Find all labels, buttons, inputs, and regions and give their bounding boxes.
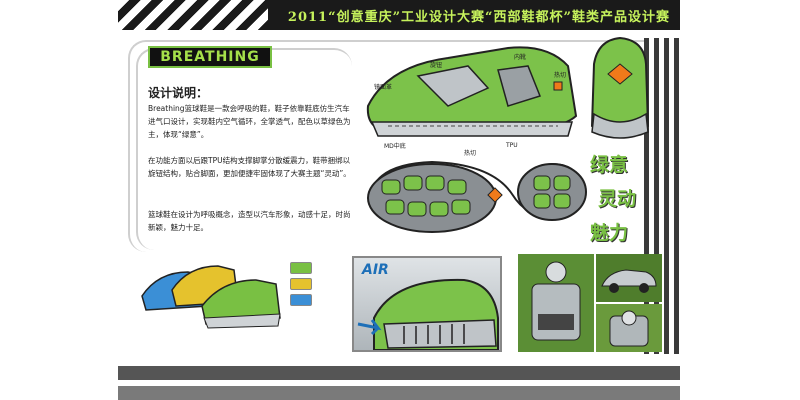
car-photo-side (596, 254, 662, 302)
swatch-yellow (290, 278, 312, 290)
callout-mirror-leather: 镜面革 (374, 84, 393, 91)
breathing-badge: BREATHING (148, 46, 272, 68)
design-board: 2011“创意重庆”工业设计大赛“西部鞋都杯”鞋类产品设计赛 BREATHING… (118, 0, 680, 400)
car-front-image (518, 254, 594, 352)
air-detail-panel: AIR (352, 256, 502, 352)
description-paragraph-2: 在功能方面以后跟TPU结构支撑脚掌分散缓震力，鞋带捆绑以旋钮结构，贴合脚面，更加… (148, 156, 351, 178)
description-paragraph-3: 篮球鞋在设计为呼吸概念，造型以汽车形象，动感十足，时尚新颖，魅力十足。 (148, 210, 351, 232)
callout-knob: 旋钮 (430, 62, 443, 69)
air-intake-sketch (357, 278, 499, 350)
callout-md-midsole: MD中底 (384, 143, 406, 150)
colorway-shoes (141, 265, 281, 329)
shoe-side-sketch (366, 46, 578, 137)
header-bar: 2011“创意重庆”工业设计大赛“西部鞋都杯”鞋类产品设计赛 (118, 0, 680, 30)
slogan-agile: 灵动 (598, 188, 637, 210)
colorway-row (138, 256, 288, 332)
footer-stripe (118, 380, 680, 386)
callout-liner: 内靴 (514, 54, 527, 61)
outsole-sketch (367, 160, 587, 233)
design-heading: 设计说明： (148, 86, 209, 100)
breathing-badge-text: BREATHING (160, 49, 260, 65)
callout-heat-cut-1: 热切 (554, 72, 567, 79)
swatch-blue (290, 294, 312, 306)
shoe-back-sketch (590, 36, 650, 139)
slogan-green: 绿意 (590, 154, 629, 176)
description-paragraph-1: Breathing篮球鞋是一款会呼吸的鞋，鞋子依靠鞋底仿生汽车进气口设计，实现鞋… (148, 104, 351, 139)
swatch-green (290, 262, 312, 274)
frame-outline (128, 40, 670, 252)
callout-heat-cut-2: 热切 (464, 150, 477, 157)
car-side-image (596, 254, 662, 302)
slogan-charm: 魅力 (590, 222, 629, 244)
footer-band (118, 386, 680, 400)
car-top-image (596, 304, 662, 352)
car-photo-main (518, 254, 594, 352)
competition-title: 2011“创意重庆”工业设计大赛“西部鞋都杯”鞋类产品设计赛 (287, 10, 670, 25)
air-label: AIR (362, 262, 389, 278)
callout-tpu: TPU (506, 142, 518, 149)
header-stripes (118, 0, 268, 30)
car-photo-top (596, 304, 662, 352)
